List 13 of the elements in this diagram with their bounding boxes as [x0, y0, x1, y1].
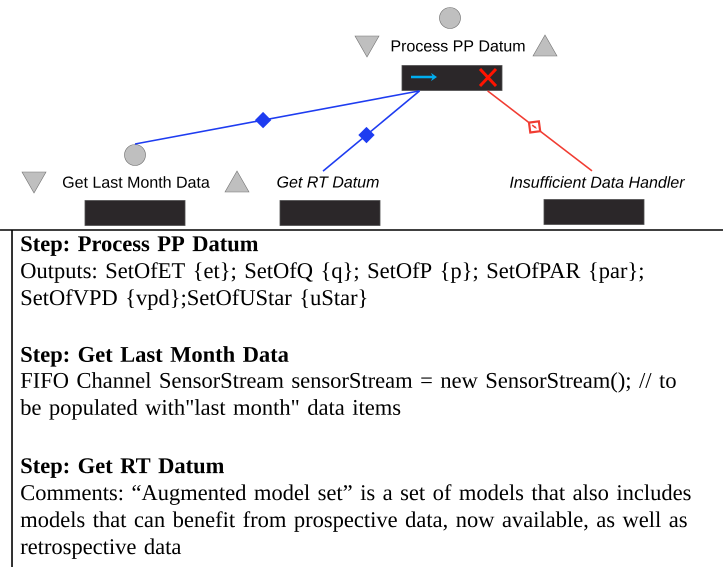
step-name: Get Last Month Data — [63, 176, 210, 188]
connector — [134, 90, 420, 145]
step-heading: Step: Process PP Datum — [21, 236, 258, 256]
connector — [487, 90, 592, 172]
connector — [322, 90, 420, 172]
step-name: Process PP Datum — [392, 40, 524, 52]
step-name: Get RT Datum — [277, 176, 379, 188]
step-heading: Step: Get Last Month Data — [21, 346, 289, 367]
step-description: Outputs: SetOfET {et}; SetOfQ {q}; SetOfP {p}; SetOfPAR {par}; SetOfVPD {vpd};SetOfUStar {uStar} — [21, 262, 643, 310]
step-heading: Step: Get RT Datum — [21, 458, 224, 478]
step-name: Insufficient Data Handler — [510, 176, 686, 188]
step-description: FIFO Channel SensorStream sensorStream = new SensorStream(); // to be populated with"last month" data items — [20, 372, 676, 420]
step-description: Comments: “Augmented model set” is a set of models that also includes models that can benefit from prospective data, now available, as well as retrospective data — [20, 484, 691, 559]
